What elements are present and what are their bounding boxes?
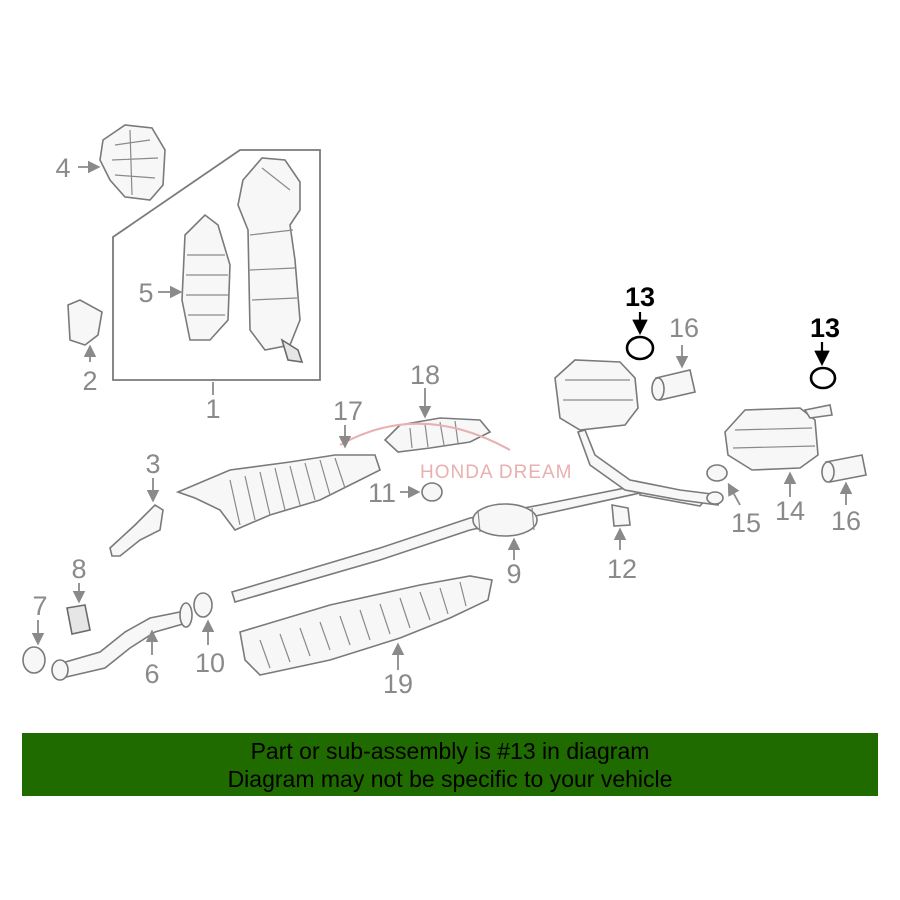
callout-12: 12 <box>607 554 637 584</box>
callout-16-right: 16 <box>831 506 861 536</box>
part-17-heat-shield <box>175 454 381 531</box>
callout-19: 19 <box>383 669 413 699</box>
callout-16-left: 16 <box>669 313 699 343</box>
catalytic-converter <box>237 157 304 363</box>
callout-14: 14 <box>775 496 805 526</box>
callout-15: 15 <box>731 508 761 538</box>
watermark-text: HONDA DREAM <box>420 462 572 483</box>
part-13-ring-left <box>625 335 655 361</box>
callout-10: 10 <box>195 648 225 678</box>
info-banner: Part or sub-assembly is #13 in diagram D… <box>22 733 878 796</box>
part-7-gasket <box>22 646 46 674</box>
callout-3: 3 <box>145 449 160 479</box>
part-18-heat-shield <box>383 417 492 453</box>
callout-18: 18 <box>410 360 440 390</box>
leader-15 <box>727 482 741 506</box>
part-19-heat-shield <box>239 575 493 676</box>
part-14-muffler <box>724 404 833 471</box>
callout-5: 5 <box>138 278 153 308</box>
part-16-finisher-left <box>651 369 696 401</box>
part-12-hanger <box>611 504 631 527</box>
watermark: HONDA DREAM <box>339 422 572 483</box>
part-11-grommet <box>421 482 443 502</box>
callout-11: 11 <box>368 478 396 508</box>
part-15-gasket <box>706 464 728 482</box>
part-2-bracket <box>67 299 103 346</box>
part-6-front-pipe <box>51 602 193 681</box>
part-10-gasket <box>193 592 213 618</box>
callout-8: 8 <box>71 554 86 584</box>
part-8-mount <box>66 604 91 635</box>
callout-13-right: 13 <box>810 313 840 343</box>
part-3-bracket <box>109 503 164 557</box>
callout-7: 7 <box>32 591 47 621</box>
callout-6: 6 <box>144 659 159 689</box>
part-13-ring-right <box>809 366 837 390</box>
callout-2: 2 <box>82 366 97 396</box>
part-5-heat-shield <box>181 213 231 341</box>
callout-1: 1 <box>205 394 220 424</box>
callout-13-left: 13 <box>625 282 655 312</box>
left-muffler <box>554 359 724 506</box>
banner-line-1: Part or sub-assembly is #13 in diagram <box>250 737 650 764</box>
callout-4: 4 <box>55 153 70 183</box>
part-4-heat-shield <box>99 124 166 201</box>
assembly-box-outline <box>112 149 321 381</box>
part-16-finisher-right <box>821 454 867 483</box>
callout-9: 9 <box>506 559 521 589</box>
callout-17: 17 <box>333 396 363 426</box>
banner-line-2: Diagram may not be specific to your vehi… <box>227 765 673 792</box>
